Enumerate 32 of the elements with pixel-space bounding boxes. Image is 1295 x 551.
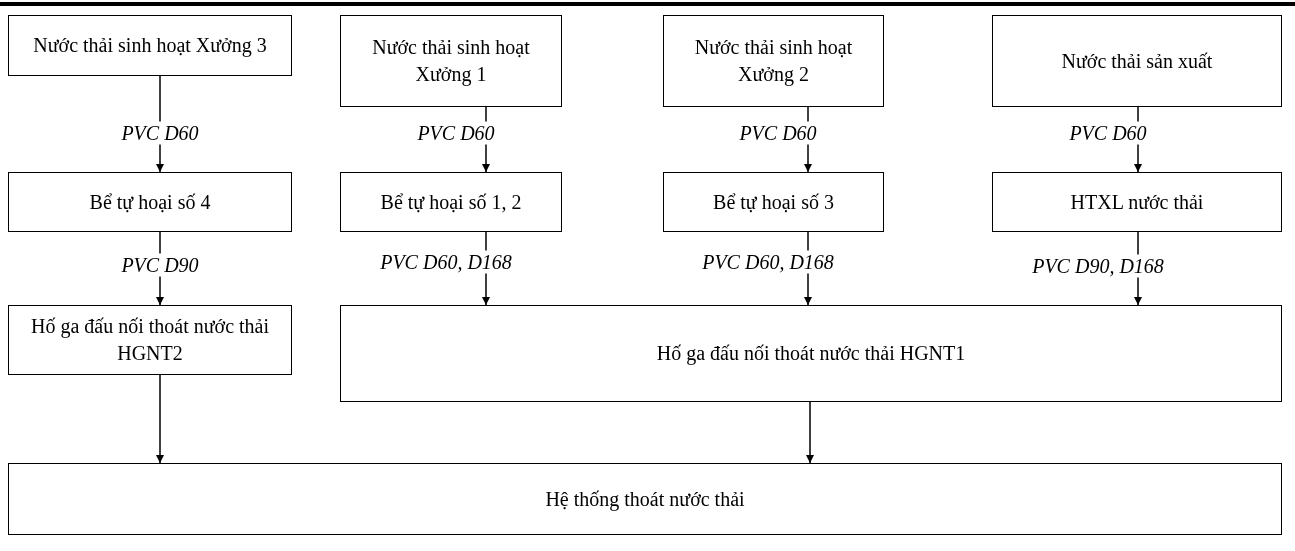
- edge-label: PVC D60: [1066, 121, 1150, 145]
- box-text: Hố ga đấu nối thoát nước thải HGNT2: [30, 314, 270, 366]
- process-box: [663, 15, 884, 107]
- process-box: [992, 15, 1282, 107]
- box-text: Bể tự hoại số 4: [89, 189, 211, 215]
- edge-label: PVC D60: [118, 121, 202, 145]
- process-box: [663, 172, 884, 232]
- box-text: HTXL nước thải: [1070, 189, 1204, 215]
- process-box: [8, 305, 292, 375]
- edge-label: PVC D60, D168: [377, 250, 515, 274]
- edge-label: PVC D90, D168: [1029, 254, 1167, 278]
- process-box: [992, 172, 1282, 232]
- edge-label: PVC D60: [736, 121, 820, 145]
- process-box: [8, 463, 1282, 535]
- box-text: Nước thải sinh hoạt Xưởng 1: [371, 35, 531, 88]
- box-text: Bể tự hoại số 3: [713, 189, 834, 215]
- arrow: [806, 401, 814, 464]
- box-text: Hố ga đấu nối thoát nước thải HGNT1: [656, 341, 966, 367]
- box-text: Nước thải sản xuất: [1061, 48, 1213, 74]
- process-box: [340, 305, 1282, 402]
- box-text: Nước thải sinh hoạt Xưởng 3: [33, 33, 267, 59]
- arrow: [156, 374, 164, 464]
- box-text: Bể tự hoại số 1, 2: [380, 189, 522, 215]
- box-text: Hệ thống thoát nước thải: [545, 486, 745, 513]
- process-box: [340, 172, 562, 232]
- process-box: [340, 15, 562, 107]
- box-text: Nước thải sinh hoạt Xưởng 2: [693, 35, 854, 88]
- edge-label: PVC D60, D168: [699, 250, 837, 274]
- edge-label: PVC D60: [414, 121, 498, 145]
- process-box: [8, 15, 292, 76]
- process-box: [8, 172, 292, 232]
- edge-label: PVC D90: [118, 253, 202, 277]
